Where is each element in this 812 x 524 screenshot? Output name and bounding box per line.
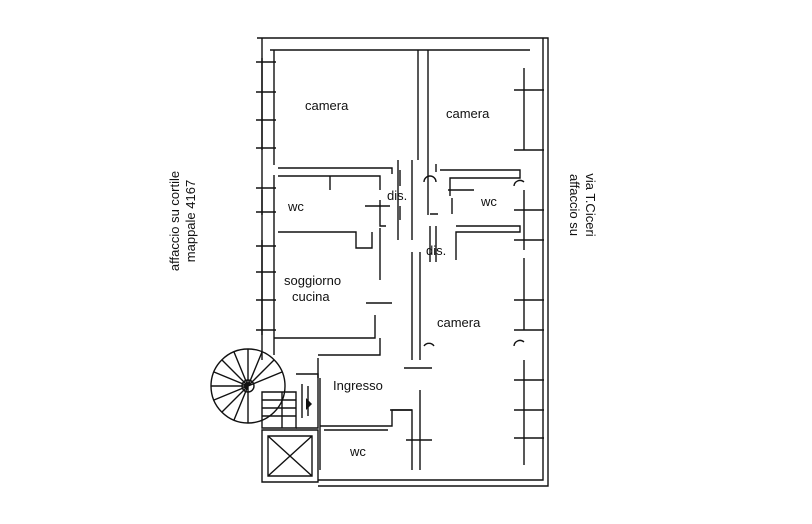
room-label-dis-lower: dis. xyxy=(426,243,446,258)
room-label-wc-right: wc xyxy=(480,194,497,209)
room-label-camera-top-left: camera xyxy=(305,98,349,113)
walls xyxy=(210,37,549,487)
top-inner-frame xyxy=(270,49,530,215)
stair-arrow-icon xyxy=(306,398,312,410)
street-note-line1: via T.Ciceri xyxy=(583,173,598,237)
right-windows xyxy=(514,89,544,439)
room-label-camera-top-right: camera xyxy=(446,106,490,121)
spiral-stair-treads xyxy=(211,349,283,423)
door-marks-upper xyxy=(365,164,474,220)
room-label-camera-lower: camera xyxy=(437,315,481,330)
room-label-soggiorno: soggiorno xyxy=(284,273,341,288)
courtyard-note: affaccio su cortile mappale 4167 xyxy=(167,171,199,271)
room-label-dis-upper: dis. xyxy=(387,188,407,203)
wc-left-walls xyxy=(278,167,393,249)
living-walls xyxy=(274,226,437,356)
street-note-line2: affaccio su xyxy=(567,174,582,236)
left-windows xyxy=(256,61,276,331)
door-arc-3 xyxy=(423,342,435,347)
door-arc-2 xyxy=(513,179,525,187)
lift-box xyxy=(261,429,319,483)
door-arc-1 xyxy=(423,175,437,183)
outer-wall xyxy=(257,37,549,487)
ingresso-walls xyxy=(317,358,432,470)
courtyard-note-line2: mappale 4167 xyxy=(183,179,198,263)
wc-right-walls xyxy=(430,169,521,260)
lower-corridor xyxy=(324,409,412,431)
room-label-cucina: cucina xyxy=(292,289,330,304)
room-label-ingresso: Ingresso xyxy=(333,378,383,393)
corridor-walls xyxy=(379,160,421,360)
door-arc-4 xyxy=(513,339,525,347)
straight-stair xyxy=(261,391,297,429)
room-label-wc-left: wc xyxy=(287,199,304,214)
room-label-wc-bottom: wc xyxy=(349,444,366,459)
street-note: via T.Ciceri affaccio su xyxy=(566,173,598,236)
courtyard-note-line1: affaccio su cortile xyxy=(167,170,182,272)
